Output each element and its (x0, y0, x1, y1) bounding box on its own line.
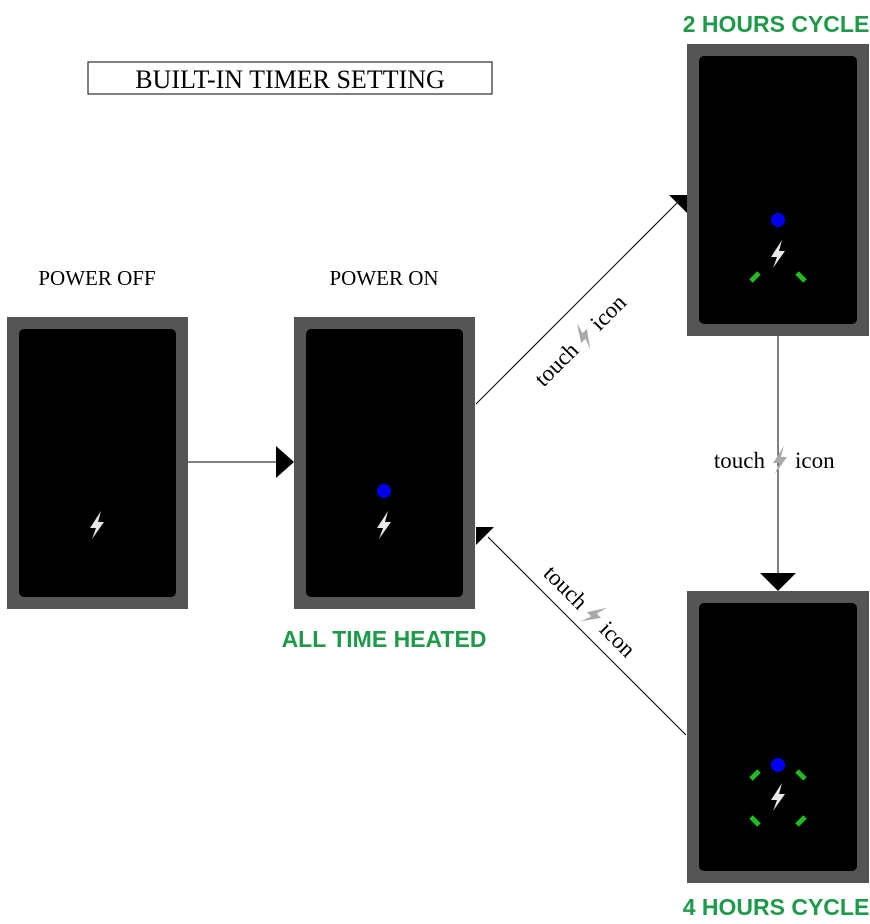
power-on-label: POWER ON (329, 266, 438, 290)
all-time-heated-mode-label: ALL TIME HEATED (282, 626, 487, 652)
power-dot-icon (771, 213, 785, 227)
icon-text: icon (595, 616, 641, 662)
panel-screen (306, 329, 463, 597)
icon-text: icon (795, 448, 835, 473)
transition-label-back-to-on: touch icon (539, 560, 641, 662)
arrow-four-hours-to-on (476, 527, 687, 736)
timer-dash-icon (795, 271, 807, 283)
panel-screen (19, 329, 176, 597)
transition-label-to-two-hours: touch icon (529, 289, 631, 391)
timer-dash-icon (749, 815, 761, 827)
arrow-on-to-two-hours (475, 195, 687, 405)
power-dot-icon (771, 758, 785, 772)
power-off-label: POWER OFF (38, 266, 155, 290)
timer-dash-icon (795, 769, 807, 781)
diagram-title: BUILT-IN TIMER SETTING (135, 65, 445, 94)
panel-screen (699, 603, 857, 871)
timer-dash-icon (749, 271, 761, 283)
power-dot-icon (377, 484, 391, 498)
four-hours-panel (687, 591, 869, 883)
two-hours-mode-label: 2 HOURS CYCLE (683, 11, 870, 37)
touch-text: touch (714, 448, 766, 473)
touch-text: touch (539, 560, 593, 614)
power-on-panel (294, 317, 475, 609)
transition-label-to-four-hours: touch icon (714, 446, 835, 474)
arrow-off-to-on (188, 446, 294, 478)
title-box (87, 61, 493, 95)
four-hours-mode-label: 4 HOURS CYCLE (683, 894, 870, 920)
two-hours-panel (687, 44, 869, 336)
power-off-panel (7, 317, 188, 609)
arrow-two-to-four-hours (760, 336, 796, 591)
icon-text: icon (585, 289, 631, 335)
panel-screen (699, 56, 857, 324)
touch-text: touch (529, 337, 583, 391)
timer-dash-icon (749, 769, 761, 781)
lightning-icon (773, 446, 787, 474)
timer-dash-icon (795, 815, 807, 827)
